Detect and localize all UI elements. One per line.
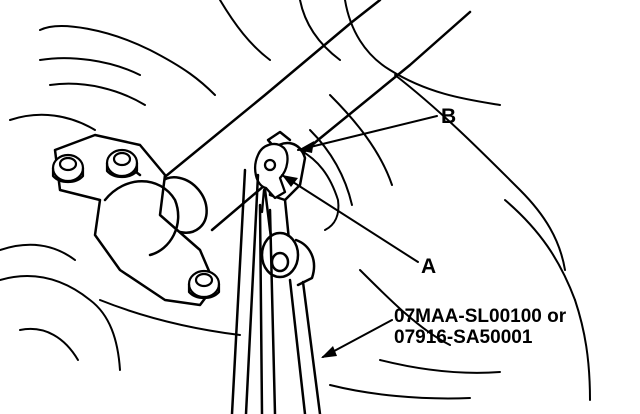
bracket-bolt-upper-left xyxy=(51,153,85,184)
leader-a xyxy=(281,174,419,263)
leader-b xyxy=(297,115,438,151)
bracket-bolt-lower xyxy=(187,269,221,300)
stabilizer-bar xyxy=(152,0,472,234)
tool-number-line-2: 07916-SA50001 xyxy=(394,327,533,348)
tool-number-line-1: 07MAA-SL00100 or xyxy=(394,306,567,327)
subframe-outline xyxy=(0,0,591,401)
callout-a: A xyxy=(421,255,437,278)
leader-arrowheads xyxy=(282,141,337,358)
bracket-bolt-upper-right xyxy=(105,148,139,179)
callout-b: B xyxy=(441,105,457,128)
tool-handles xyxy=(230,168,322,414)
